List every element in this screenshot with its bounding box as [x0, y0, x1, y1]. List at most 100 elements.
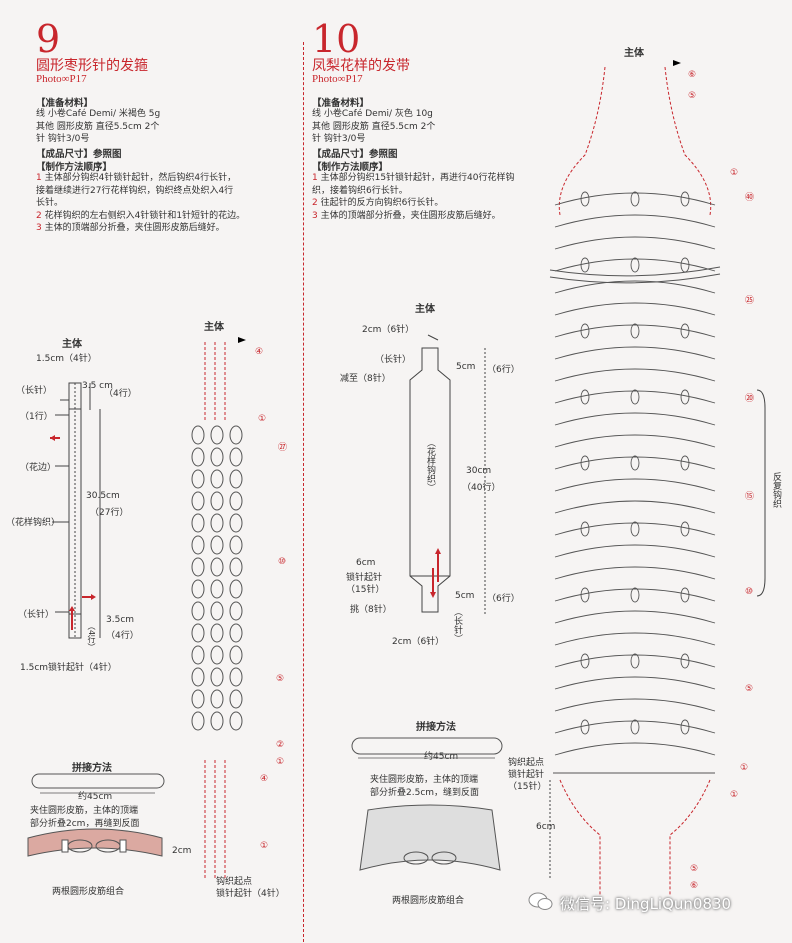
p9-chart-title: 主体 [204, 322, 224, 333]
stitch-motif [229, 535, 243, 555]
stitch-motif [210, 513, 224, 533]
p10-repeat-label: 反复钩织 [771, 472, 781, 508]
p10-6cm: 6cm [536, 822, 556, 832]
pineapple-motif [580, 191, 590, 207]
p10-top-height: 5cm [456, 362, 476, 372]
p10-start3: （15针） [346, 585, 385, 595]
stitch-motif [191, 623, 205, 643]
fan-row [554, 478, 716, 492]
p9-bottom-column: （4行） [87, 622, 96, 652]
p10-6cm-line [549, 780, 551, 880]
p9-mark-2: ② [276, 740, 285, 750]
p10-chart-svg [549, 60, 721, 895]
p10-bottom-rows: （6行） [487, 594, 520, 604]
stitch-motif [191, 535, 205, 555]
fan-row [554, 720, 716, 734]
p10-mark-5-mid: ⑤ [745, 684, 754, 694]
p9-start-label: 钩织起点 [216, 877, 253, 887]
p9-join-note1: 夹住圆形皮筋，主体的顶端 [30, 806, 139, 816]
stitch-motif [210, 535, 224, 555]
project-9-title: 圆形枣形针的发箍 [36, 58, 148, 74]
p9-join-approx: 约45cm [78, 792, 113, 802]
stitch-motif [229, 425, 243, 445]
pineapple-motif [630, 191, 640, 207]
p10-mark-40: ㊵ [745, 193, 755, 203]
stitch-motif [191, 425, 205, 445]
p9-2cm: 2cm [172, 846, 192, 856]
pineapple-motif [580, 323, 590, 339]
project-10-number: 10 [312, 17, 361, 61]
fan-row [554, 632, 716, 646]
stitch-motif [191, 711, 205, 731]
fan-row [554, 302, 716, 316]
p10-join-note1: 夹住圆形皮筋，主体的顶端 [370, 775, 479, 785]
p10-materials-header: 【准备材料】 [312, 98, 370, 109]
p9-size-header: 【成品尺寸】参照图 [36, 149, 122, 160]
pineapple-motif [580, 719, 590, 735]
p10-schematic-svg [409, 334, 486, 615]
p10-mark-5: ⑤ [688, 91, 697, 101]
p9-join-caption: 两根圆形皮筋组合 [52, 887, 125, 897]
pineapple-motif [630, 257, 640, 273]
fan-row [554, 544, 716, 558]
pineapple-motif [580, 587, 590, 603]
stitch-motif [229, 711, 243, 731]
p9-chart-marker-top [238, 337, 246, 343]
p9-mark-10: ⑩ [278, 557, 287, 567]
p10-mark-6: ⑥ [688, 70, 697, 80]
p10-join-caption: 两根圆形皮筋组合 [392, 896, 465, 906]
project-10-title: 凤梨花样的发带 [312, 58, 410, 74]
stitch-motif [191, 469, 205, 489]
p10-top-rows: （6行） [487, 365, 520, 375]
fan-row [554, 742, 716, 756]
fan-row [554, 610, 716, 624]
fan-row [554, 368, 716, 382]
stitch-motif [191, 689, 205, 709]
stitch-motif [229, 623, 243, 643]
fan-row [554, 258, 716, 272]
pineapple-motif [680, 521, 690, 537]
p10-mark-15: ⑮ [745, 492, 755, 502]
page-divider [303, 42, 304, 942]
p9-join-title: 拼接方法 [72, 763, 112, 774]
p9-mark-5: ⑤ [276, 674, 285, 684]
pineapple-motif [580, 389, 590, 405]
p10-repeat-bracket [756, 389, 766, 597]
p10-bottom-height: 5cm [455, 591, 475, 601]
pineapple-motif [630, 455, 640, 471]
p10-mid-rows: （40行） [462, 483, 501, 493]
p9-top-width: 1.5cm（4针） [36, 354, 97, 364]
stitch-motif [191, 601, 205, 621]
p9-materials: 线 小卷Café Demi/ 米褐色 5g 其他 圆形皮筋 直径5.5cm 2个… [36, 109, 161, 144]
stitch-motif [210, 579, 224, 599]
p10-join-note2: 部分折叠2.5cm，缝到反面 [370, 788, 480, 798]
fan-row [554, 698, 716, 712]
stitch-motif [229, 645, 243, 665]
p9-mark-4-top: ④ [255, 347, 264, 357]
p9-label-huabian: （花边） [20, 463, 57, 473]
project-9-photo-ref: Photo∞P17 [36, 73, 87, 85]
p10-top-width: 2cm（6针） [362, 325, 415, 335]
p10-materials: 线 小卷Café Demi/ 灰色 10g 其他 圆形皮筋 直径5.5cm 2个… [312, 109, 436, 144]
stitch-motif [210, 491, 224, 511]
fan-row [554, 654, 716, 668]
fan-row [554, 676, 716, 690]
p10-mark-1-low: ① [730, 790, 739, 800]
p10-mark-10: ⑩ [745, 587, 754, 597]
p10-mark-20: ⑳ [745, 394, 755, 404]
project-9-number: 9 [36, 17, 61, 61]
stitch-motif [210, 425, 224, 445]
p10-mark-1-mid: ① [740, 763, 749, 773]
p9-mid-rows: （27行） [90, 508, 129, 518]
p9-label-huayang: （花样钩织） [6, 518, 61, 528]
fan-row [554, 434, 716, 448]
stitch-motif [191, 557, 205, 577]
p9-materials-header: 【准备材料】 [36, 98, 94, 109]
p10-bottom-width: 2cm（6针） [392, 637, 445, 647]
pineapple-motif [580, 257, 590, 273]
pineapple-motif [580, 521, 590, 537]
pineapple-motif [630, 521, 640, 537]
p10-chart-marker-top [673, 60, 681, 66]
pineapple-motif [680, 323, 690, 339]
fan-row [554, 346, 716, 360]
